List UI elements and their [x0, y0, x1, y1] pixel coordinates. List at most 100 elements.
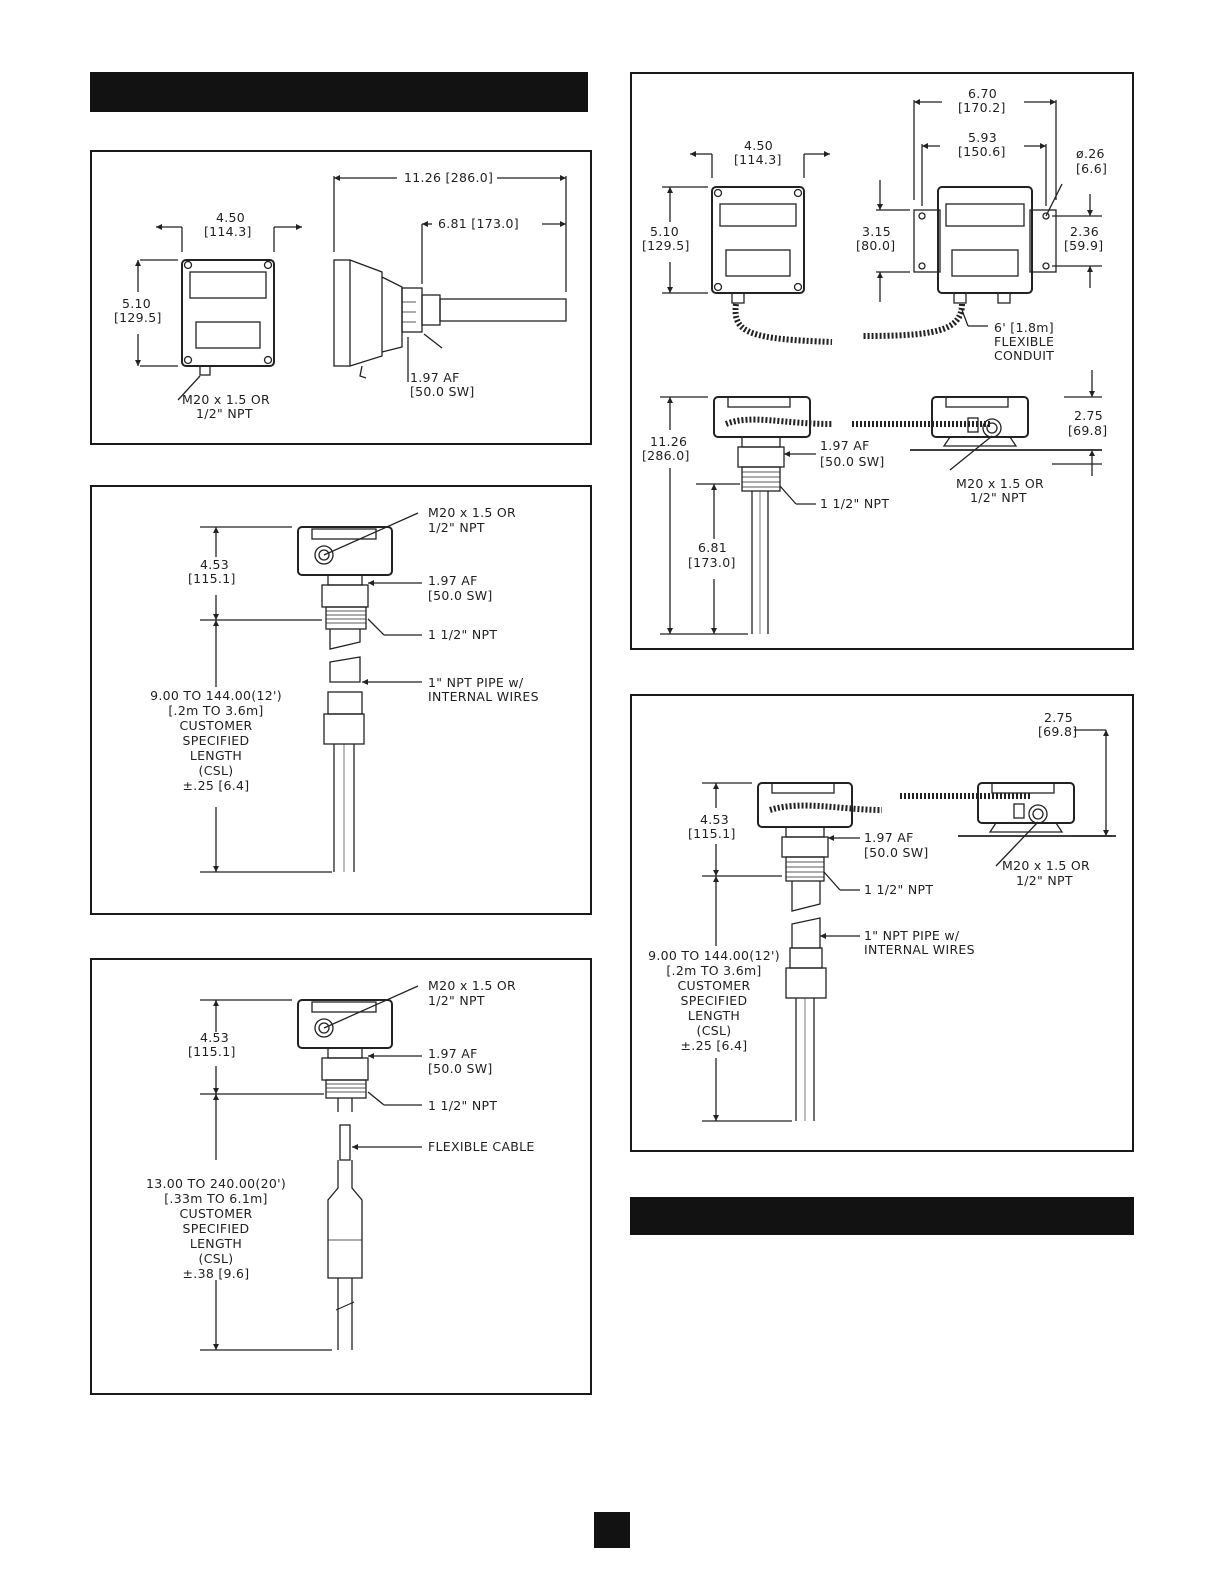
csl-line-2: [.2m TO 3.6m] — [666, 963, 761, 978]
dim-hole: 5.93 — [968, 130, 997, 145]
rigid-probe-drawing: M20 x 1.5 OR 1/2" NPT 4.53 [115.1] 1.97 … — [150, 505, 539, 873]
csl-line-6: (CSL) — [697, 1023, 732, 1038]
label-conn2: 1/2" NPT — [428, 520, 485, 535]
csl-line-2: [.33m TO 6.1m] — [164, 1191, 268, 1206]
dim-len: 11.26 — [650, 434, 687, 449]
dim-depth: 2.75 — [1074, 408, 1103, 423]
label-af: 1.97 AF — [428, 573, 478, 588]
csl-line-6: (CSL) — [199, 1251, 234, 1266]
dim-height: 4.53 — [700, 812, 729, 827]
dim-h: 5.10 — [650, 224, 679, 239]
label-sw: [50.0 SW] — [428, 588, 493, 603]
dim-bh: 3.15 — [862, 224, 891, 239]
dim-len-mm: [286.0] — [642, 448, 690, 463]
csl-line-4: SPECIFIED — [183, 1221, 250, 1236]
panel-housing-dimensions: 4.50 [114.3] 5.10 [129.5] 11.26 [286.0] … — [90, 150, 592, 445]
label-conn2: 1/2" NPT — [428, 993, 485, 1008]
csl-line-7: ±.25 [6.4] — [183, 778, 250, 793]
dim-length: 11.26 [286.0] — [404, 170, 493, 185]
label-conn2: 1/2" NPT — [196, 406, 253, 421]
label-pipe1: 1" NPT PIPE w/ — [864, 928, 960, 943]
label-sw: [50.0 SW] — [820, 454, 885, 469]
cable-probe-drawing: M20 x 1.5 OR 1/2" NPT 4.53 [115.1] 1.97 … — [146, 978, 535, 1351]
remote-mount-drawing: 4.50 [114.3] 5.10 [129.5] 6.70 [170.2] 5… — [642, 86, 1107, 635]
csl-line-3: CUSTOMER — [677, 978, 750, 993]
label-af: 1.97 AF — [864, 830, 914, 845]
dim-probe: 6.81 — [698, 540, 727, 555]
panel-remote-rigid-probe: 2.75 [69.8] 4.53 [115.1] 1.97 AF [50.0 S… — [630, 694, 1134, 1152]
dim-height: 4.53 — [200, 557, 229, 572]
csl-line-3: CUSTOMER — [179, 1206, 252, 1221]
csl-line-3: CUSTOMER — [179, 718, 252, 733]
dim-w-mm: [114.3] — [734, 152, 782, 167]
csl-line-4: SPECIFIED — [681, 993, 748, 1008]
dim-probe-mm: [173.0] — [688, 555, 736, 570]
page-number-box — [594, 1512, 630, 1548]
dim-bh-mm: [80.0] — [856, 238, 895, 253]
dim-height-mm: [129.5] — [114, 310, 162, 325]
label-af: 1.97 AF — [410, 370, 460, 385]
label-cable: FLEXIBLE CABLE — [428, 1139, 535, 1154]
csl-line-5: LENGTH — [190, 1236, 242, 1251]
label-conduit2: FLEXIBLE — [994, 334, 1054, 349]
label-conn1: M20 x 1.5 OR — [428, 978, 516, 993]
csl-line-6: (CSL) — [199, 763, 234, 778]
label-af: 1.97 AF — [820, 438, 870, 453]
label-conn1: M20 x 1.5 OR — [182, 392, 270, 407]
label-npt: 1 1/2" NPT — [864, 882, 933, 897]
label-af: 1.97 AF — [428, 1046, 478, 1061]
csl-line-7: ±.25 [6.4] — [681, 1038, 748, 1053]
label-npt: 1 1/2" NPT — [428, 627, 497, 642]
label-pipe2: INTERNAL WIRES — [864, 942, 975, 957]
dim-width: 4.50 — [216, 210, 245, 225]
dim-width-mm: [114.3] — [204, 224, 252, 239]
dim-height-mm: [115.1] — [188, 571, 236, 586]
dim-w: 4.50 — [744, 138, 773, 153]
dim-probe: 6.81 [173.0] — [438, 216, 519, 231]
csl-line-1: 9.00 TO 144.00(12') — [648, 948, 780, 963]
csl-line-1: 13.00 TO 240.00(20') — [146, 1176, 286, 1191]
csl-line-1: 9.00 TO 144.00(12') — [150, 688, 282, 703]
dim-height-mm: [115.1] — [688, 826, 736, 841]
dim-depth: 2.75 — [1044, 710, 1073, 725]
dim-dia: ø.26 — [1076, 146, 1105, 161]
label-sw: [50.0 SW] — [428, 1061, 493, 1076]
dim-h-mm: [129.5] — [642, 238, 690, 253]
csl-line-5: LENGTH — [688, 1008, 740, 1023]
label-sw: [50.0 SW] — [864, 845, 929, 860]
dim-hs-mm: [59.9] — [1064, 238, 1103, 253]
label-conn1: M20 x 1.5 OR — [956, 476, 1044, 491]
housing-drawing: 4.50 [114.3] 5.10 [129.5] 11.26 [286.0] … — [114, 170, 567, 421]
label-conduit3: CONDUIT — [994, 348, 1054, 363]
csl-line-2: [.2m TO 3.6m] — [168, 703, 263, 718]
remote-rigid-probe-drawing: 2.75 [69.8] 4.53 [115.1] 1.97 AF [50.0 S… — [648, 710, 1116, 1122]
label-conn2: 1/2" NPT — [970, 490, 1027, 505]
csl-line-7: ±.38 [9.6] — [183, 1266, 250, 1281]
label-npt: 1 1/2" NPT — [820, 496, 889, 511]
panel-cable-probe: M20 x 1.5 OR 1/2" NPT 4.53 [115.1] 1.97 … — [90, 958, 592, 1395]
section-header-bar-left — [90, 72, 588, 112]
dim-height-mm: [115.1] — [188, 1044, 236, 1059]
section-header-bar-right — [630, 1197, 1134, 1235]
dim-depth-mm: [69.8] — [1038, 724, 1077, 739]
dim-height: 4.53 — [200, 1030, 229, 1045]
dim-depth-mm: [69.8] — [1068, 423, 1107, 438]
label-conn2: 1/2" NPT — [1016, 873, 1073, 888]
label-npt: 1 1/2" NPT — [428, 1098, 497, 1113]
panel-rigid-probe: M20 x 1.5 OR 1/2" NPT 4.53 [115.1] 1.97 … — [90, 485, 592, 915]
label-sw: [50.0 SW] — [410, 384, 475, 399]
csl-line-4: SPECIFIED — [183, 733, 250, 748]
label-conn1: M20 x 1.5 OR — [1002, 858, 1090, 873]
label-conduit1: 6' [1.8m] — [994, 320, 1054, 335]
label-pipe2: INTERNAL WIRES — [428, 689, 539, 704]
label-conn1: M20 x 1.5 OR — [428, 505, 516, 520]
dim-height: 5.10 — [122, 296, 151, 311]
dim-hole-mm: [150.6] — [958, 144, 1006, 159]
dim-bw: 6.70 — [968, 86, 997, 101]
dim-hs: 2.36 — [1070, 224, 1099, 239]
csl-line-5: LENGTH — [190, 748, 242, 763]
panel-remote-mount: 4.50 [114.3] 5.10 [129.5] 6.70 [170.2] 5… — [630, 72, 1134, 650]
label-pipe1: 1" NPT PIPE w/ — [428, 675, 524, 690]
dim-bw-mm: [170.2] — [958, 100, 1006, 115]
dim-dia-mm: [6.6] — [1076, 161, 1107, 176]
